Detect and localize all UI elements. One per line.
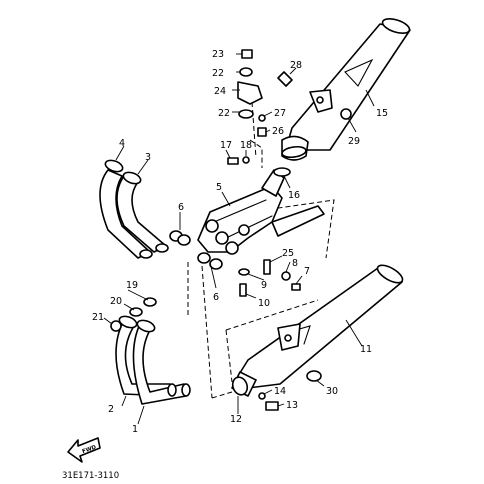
callout-labels: 1 2 3 4 5 6 6 7 8 9 10 11 12 13 14 15 16…: [92, 49, 388, 435]
fwd-label: FWD: [82, 444, 98, 455]
pipe-joints: [169, 230, 223, 270]
callout-9: 9: [261, 280, 267, 291]
callout-26: 26: [272, 126, 284, 137]
callout-14: 14: [274, 386, 286, 397]
callout-5: 5: [216, 182, 222, 193]
exhaust-pipes-lower: [115, 315, 191, 405]
callout-21: 21: [92, 312, 104, 323]
collector-chamber: [197, 169, 325, 255]
callout-15: 15: [376, 108, 388, 119]
callout-22-lower: 22: [218, 108, 230, 119]
callout-6-upper: 6: [178, 202, 184, 213]
callout-4: 4: [119, 138, 125, 149]
callout-2: 2: [108, 404, 114, 415]
callout-27: 27: [274, 108, 286, 119]
forward-arrow-icon: FWD: [67, 437, 101, 463]
left-muffler: [231, 264, 404, 397]
callout-17: 17: [220, 140, 232, 151]
callout-19: 19: [126, 280, 138, 291]
callout-30: 30: [326, 386, 338, 397]
callout-16: 16: [288, 190, 300, 201]
callout-13: 13: [286, 400, 298, 411]
hardware: [110, 49, 352, 411]
right-muffler: [281, 18, 411, 161]
figure-code: 31E171-3110: [62, 471, 119, 481]
exhaust-pipes-upper: [99, 159, 169, 259]
callout-28: 28: [290, 60, 302, 71]
callout-25: 25: [282, 248, 294, 259]
callout-24: 24: [214, 86, 226, 97]
callout-3: 3: [145, 152, 151, 163]
callout-20: 20: [110, 296, 122, 307]
callout-8: 8: [292, 258, 298, 269]
callout-7: 7: [304, 266, 310, 277]
leader-lines: [103, 53, 375, 425]
callout-1: 1: [132, 424, 138, 435]
callout-11: 11: [360, 344, 372, 355]
callout-23: 23: [212, 49, 224, 60]
callout-12: 12: [230, 414, 242, 425]
callout-18: 18: [240, 140, 252, 151]
callout-10: 10: [258, 298, 270, 309]
callout-22-upper: 22: [212, 68, 224, 79]
callout-29: 29: [348, 136, 360, 147]
callout-6-lower: 6: [213, 292, 219, 303]
